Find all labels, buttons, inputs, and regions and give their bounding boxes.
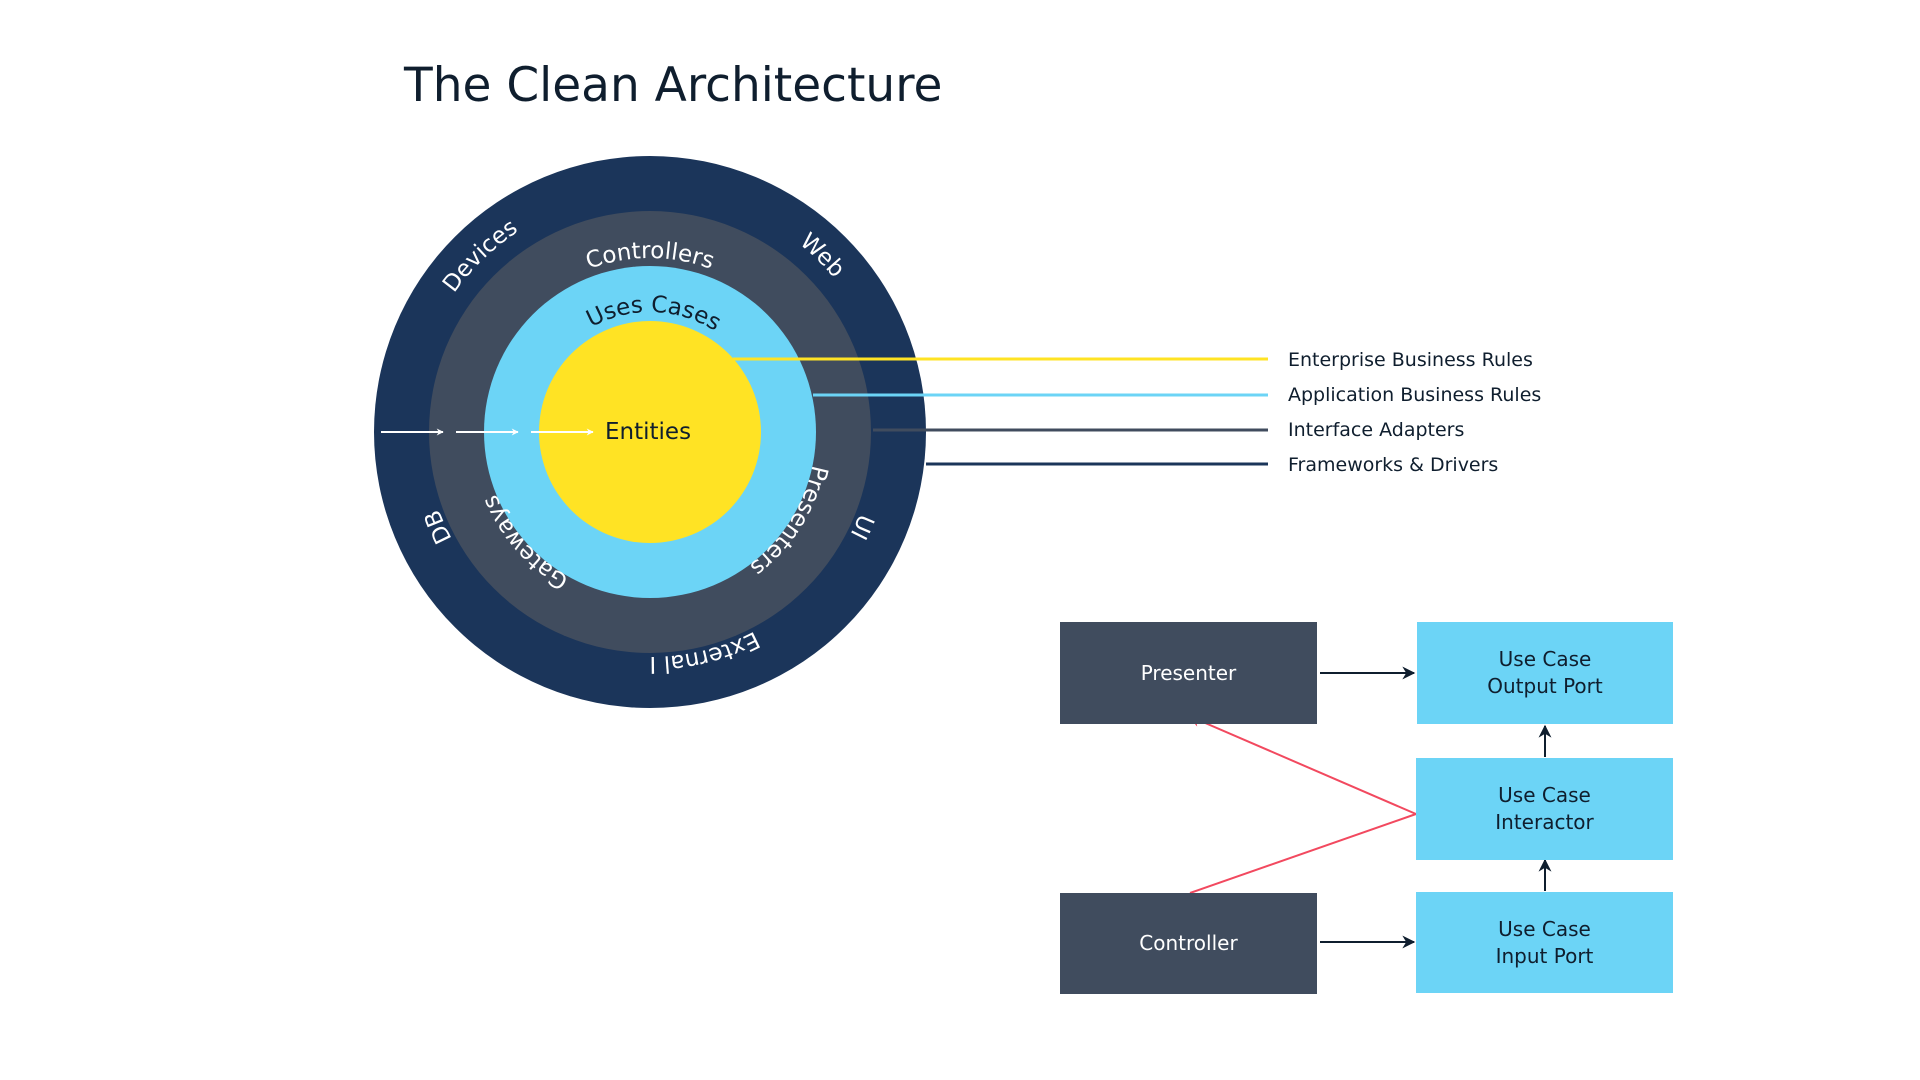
use-case-interactor-box: Use Case Interactor — [1416, 758, 1673, 860]
controller-label: Controller — [1139, 931, 1238, 955]
diagram-title: The Clean Architecture — [404, 58, 943, 113]
input-port-label-line2: Input Port — [1495, 943, 1594, 968]
interactor-label-line2: Interactor — [1495, 810, 1594, 834]
red-flow-interactor-to-presenter — [1187, 714, 1417, 815]
red-flow-controller-to-interactor — [1189, 813, 1417, 894]
legend-application-business-rules: Application Business Rules — [1288, 384, 1541, 406]
output-port-label-line1: Use Case — [1498, 647, 1592, 671]
legend-frameworks-drivers: Frameworks & Drivers — [1288, 454, 1498, 476]
interactor-label-line1: Use Case — [1498, 783, 1591, 807]
use-case-input-port-box: Use Case Input Port — [1416, 892, 1673, 993]
use-case-output-port-box: Use Case Output Port — [1417, 622, 1673, 724]
presenter-label: Presenter — [1140, 660, 1237, 685]
entities-label: Entities — [605, 419, 691, 445]
presenter-box: Presenter — [1060, 622, 1317, 724]
legend-enterprise-business-rules: Enterprise Business Rules — [1288, 349, 1533, 371]
legend-interface-adapters: Interface Adapters — [1288, 419, 1464, 441]
output-port-label-line2: Output Port — [1487, 674, 1603, 698]
entities-core — [539, 321, 761, 543]
input-port-label-line1: Use Case — [1498, 916, 1591, 941]
controller-box: Controller — [1060, 893, 1317, 994]
